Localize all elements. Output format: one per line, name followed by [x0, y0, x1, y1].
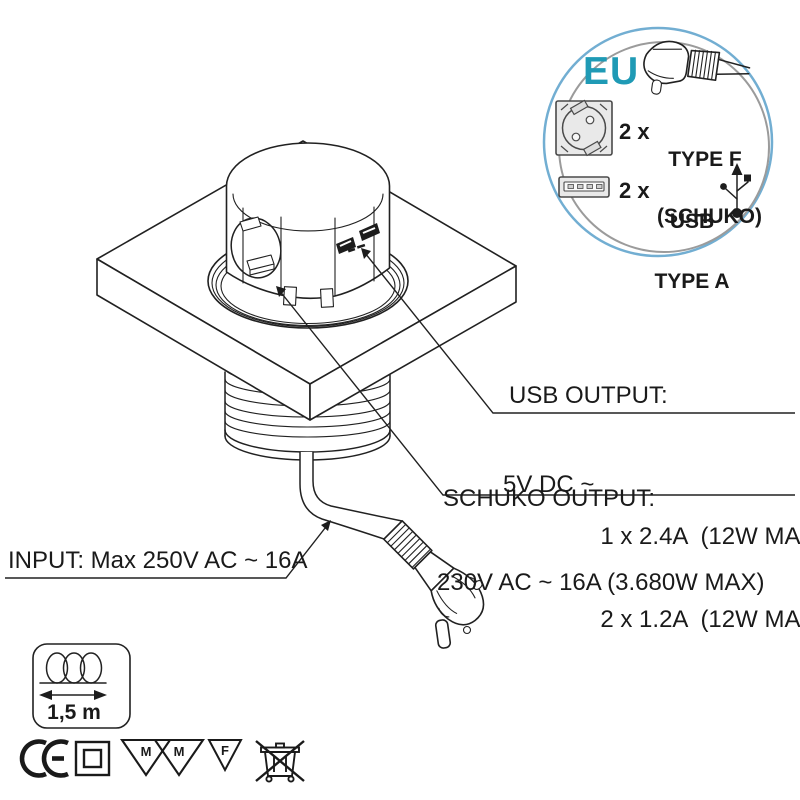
cable-edge-outer [299, 451, 385, 540]
triangle-f-letter: F [221, 743, 229, 758]
plug-screw [462, 625, 472, 635]
cable-edge-inner [312, 451, 403, 522]
schuko-output-callout: SCHUKO OUTPUT: 230V AC ~ 16A (3.680W MAX… [437, 429, 765, 625]
legend-row1-line1: TYPE F [668, 148, 742, 171]
usb-leader-line [364, 252, 795, 414]
eu-plug-icon [643, 40, 751, 95]
plug-strain-relief [383, 520, 433, 570]
top-rim-inner [232, 193, 384, 232]
legend-row1-qty: 2 x [619, 119, 650, 144]
socket-earth-clip-top [239, 216, 262, 232]
usb-port-2-slot [362, 227, 376, 234]
power-cable [299, 451, 403, 540]
cable-length-icon [32, 643, 131, 729]
input-leader-arrow [321, 520, 331, 531]
length-arrow-icon [39, 690, 107, 700]
legend-row1-line2: (SCHUKO) [657, 205, 762, 228]
schuko-output-title: SCHUKO OUTPUT: [443, 485, 656, 512]
schuko-socket-icon [555, 99, 613, 157]
schuko-leader-arrow [276, 286, 286, 297]
usb-ports [336, 223, 380, 254]
popup-unit [225, 142, 391, 308]
usb-output-line2: 2 x 1.2A (12W MAX) [600, 606, 800, 633]
usb-a-port-icon [558, 176, 610, 198]
usb-port-1-slot [339, 240, 352, 247]
legend-circle [542, 26, 774, 258]
leader-usb-output [361, 248, 795, 414]
plug-body-line-top [451, 575, 476, 599]
plug-pin [434, 619, 452, 649]
socket-recess-circle [230, 217, 282, 279]
plug-ear-bottom [438, 607, 450, 618]
legend-row2-qty: 2 x [619, 178, 650, 203]
input-callout: INPUT: Max 250V AC ~ 16A [8, 547, 308, 574]
usb-trident-icon [720, 163, 751, 218]
plug-ribs [386, 523, 432, 569]
plug-body-line-bottom [436, 590, 458, 614]
schuko-leader-line [278, 289, 795, 496]
legend-row2-line1: USB [669, 210, 715, 233]
usb-output-callout: USB OUTPUT: 5V DC ~ 1 x 2.4A (12W MAX) 2… [503, 326, 800, 717]
usb-ports-label-mark-1 [347, 247, 356, 253]
cable-fill [300, 452, 402, 539]
leader-schuko-output [276, 286, 795, 496]
triangle-m-marks-icon: M M [120, 738, 205, 777]
usb-ports-label-mark-2 [356, 243, 366, 249]
legend-row2-label: USB TYPE A [650, 172, 734, 312]
triangle-m2-letter: M [174, 744, 185, 759]
usb-output-title: USB OUTPUT: [509, 382, 668, 409]
triangle-m1-letter: M [141, 744, 152, 759]
usb-output-prefix: 5V DC ~ [503, 471, 595, 498]
coil-icon [39, 652, 107, 684]
cable-length-label: 1,5 m [47, 701, 101, 724]
legend-row2-line2: TYPE A [654, 270, 730, 293]
board-right-face [309, 265, 517, 421]
legend-row1-label: TYPE F (SCHUKO) [657, 112, 762, 245]
schuko-socket-face [230, 216, 282, 279]
socket-clip-depth [249, 263, 275, 276]
schuko-plug [383, 520, 485, 649]
legend-circle-blue [542, 26, 774, 258]
usb-output-line1: 1 x 2.4A (12W MAX) [600, 523, 800, 550]
plug-pin-far [473, 580, 483, 590]
triangle-f-mark-icon: F [207, 739, 243, 773]
ce-mark-icon [19, 739, 69, 778]
schuko-output-value: 230V AC ~ 16A (3.680W MAX) [437, 569, 765, 596]
latch-tab-right [319, 288, 335, 308]
weee-bin-icon [255, 740, 305, 783]
collar-cap-rim [224, 429, 391, 453]
leader-input [5, 520, 331, 579]
eu-region-label: EU [583, 50, 640, 93]
usb-leader-arrow [361, 248, 371, 259]
input-leader-line [5, 522, 330, 579]
class2-insulation-icon [74, 740, 111, 777]
